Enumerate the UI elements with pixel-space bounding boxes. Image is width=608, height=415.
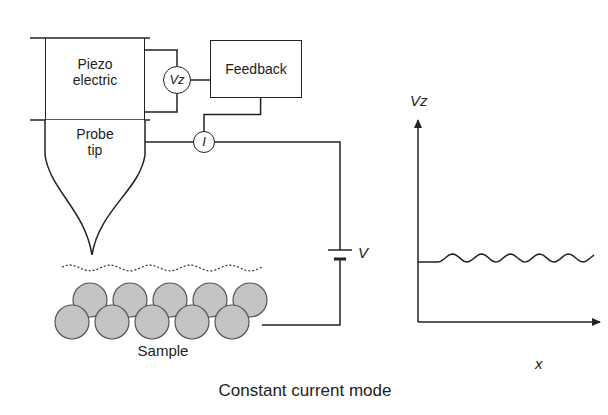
node-text: Piezo electric — [55, 56, 135, 88]
sample-atoms — [55, 283, 267, 339]
signal-trace — [418, 254, 594, 262]
sample-label: Sample — [138, 342, 189, 359]
atom — [215, 305, 249, 339]
node-text: Feedback — [225, 61, 286, 77]
battery-symbol — [328, 249, 352, 251]
wire — [191, 79, 210, 81]
atom — [175, 305, 209, 339]
meter-circle: I — [193, 131, 215, 153]
wire — [145, 141, 193, 143]
node-text: Vz — [169, 73, 184, 88]
tip-trajectory — [62, 265, 262, 271]
caption: Constant current mode — [219, 381, 392, 401]
axis — [418, 321, 600, 323]
probe-tip: Probe tip — [45, 120, 145, 255]
voltage-label: V — [358, 244, 368, 261]
node-text: Probe tip — [70, 126, 120, 158]
wire — [204, 98, 261, 131]
axis-label: Vz — [410, 92, 428, 109]
feedback-box: Feedback — [210, 40, 302, 98]
tip-outline — [45, 120, 145, 255]
atom — [135, 305, 169, 339]
axis-label: x — [535, 355, 543, 372]
wire — [262, 259, 340, 325]
piezo-block: Piezo electric — [45, 38, 145, 120]
axis — [417, 120, 419, 322]
node-text: I — [202, 135, 206, 150]
atom — [95, 305, 129, 339]
meter-circle: Vz — [163, 66, 191, 94]
atom — [55, 305, 89, 339]
wire — [215, 142, 340, 250]
